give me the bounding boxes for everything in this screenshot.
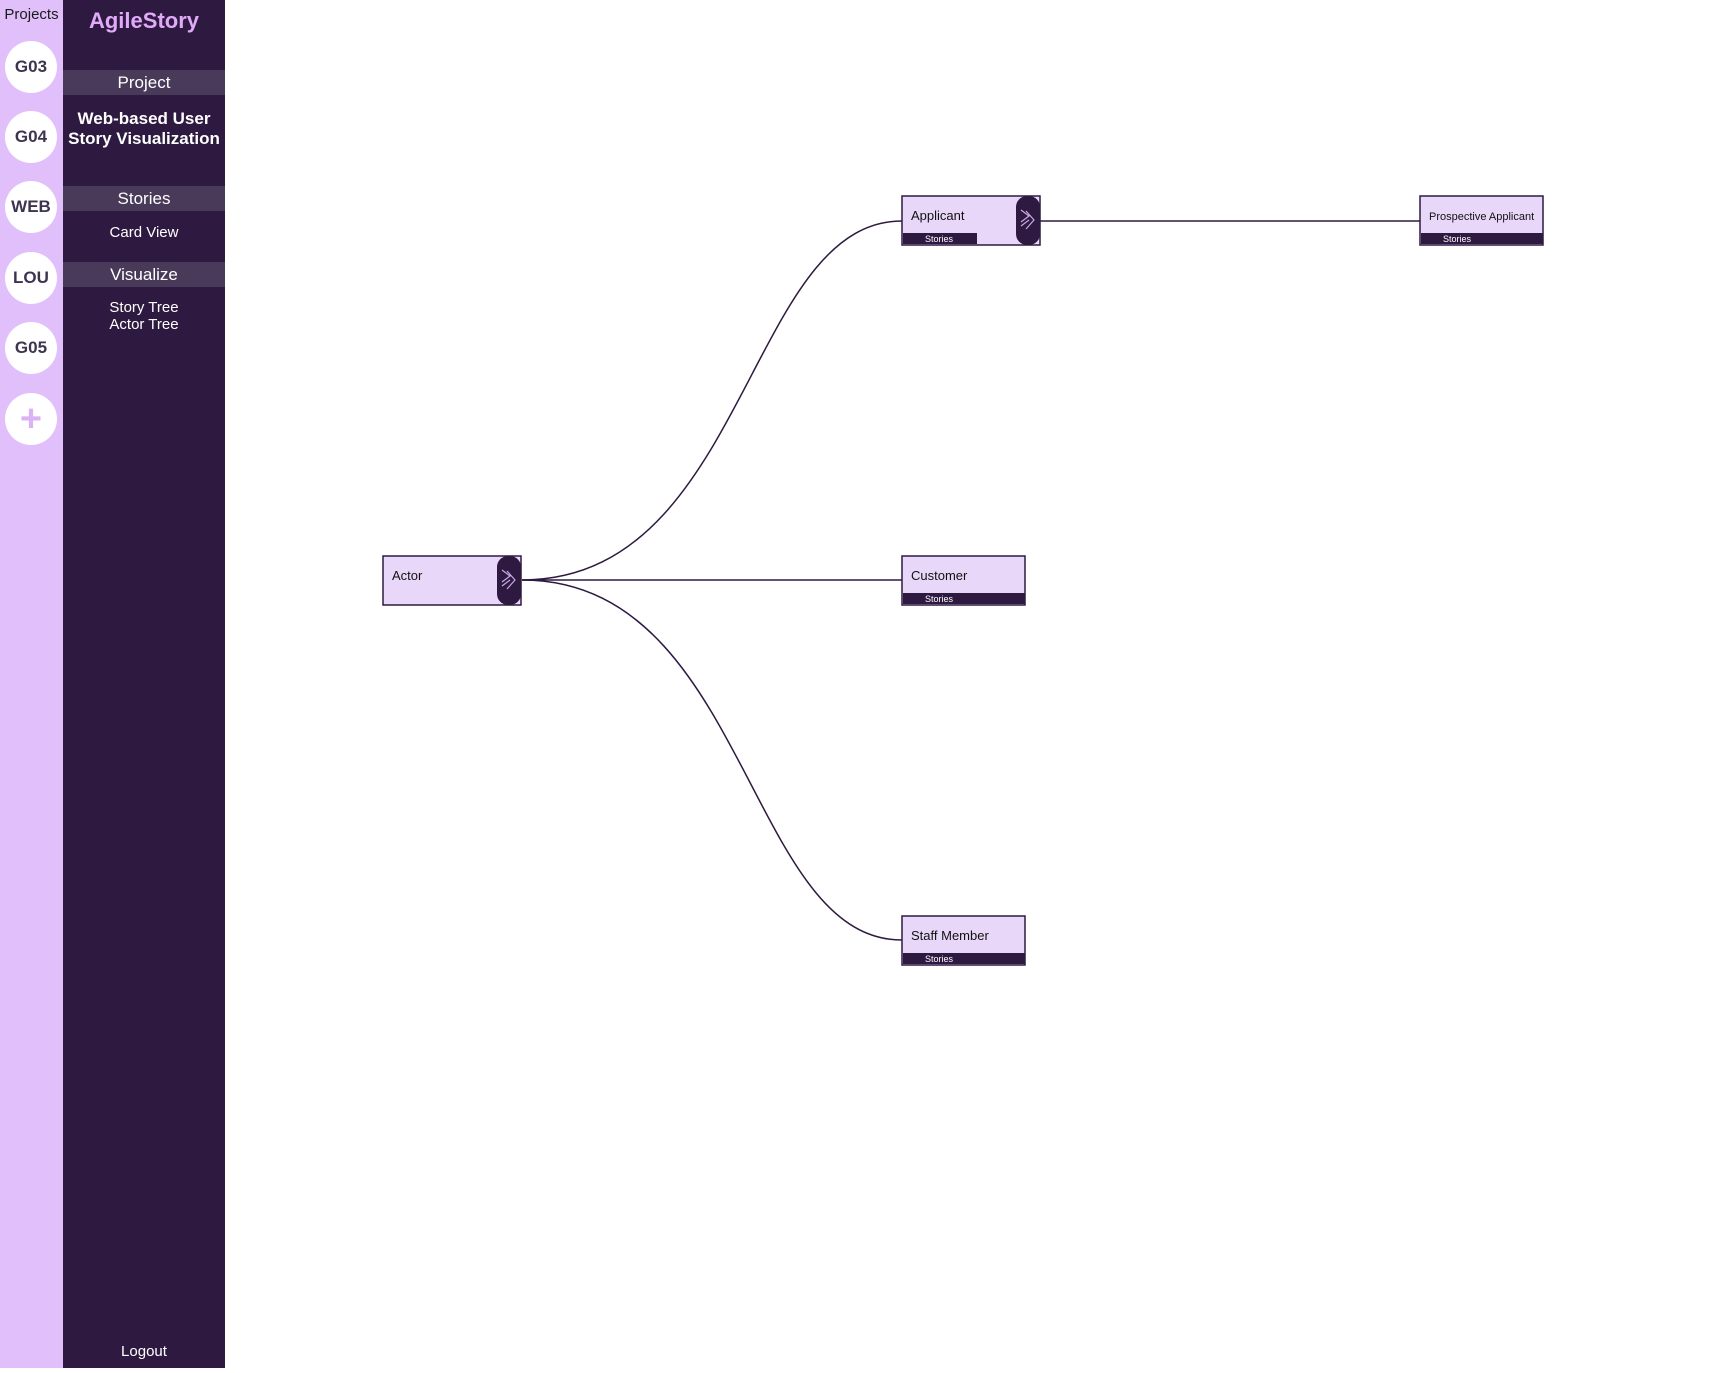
node-prospective-applicant[interactable]: Prospective Applicant Stories: [1419, 195, 1544, 246]
project-name-line-1: Web-based User: [77, 109, 211, 128]
node-actor-label: Actor: [392, 568, 423, 583]
add-project-button[interactable]: +: [5, 393, 57, 445]
node-customer-stories[interactable]: Stories: [925, 594, 954, 604]
plus-icon: +: [19, 397, 43, 440]
nav-actor-tree[interactable]: Actor Tree: [109, 316, 179, 333]
node-applicant-label: Applicant: [911, 208, 965, 223]
node-applicant-stories[interactable]: Stories: [925, 234, 954, 244]
node-prospective-label: Prospective Applicant: [1429, 211, 1534, 223]
project-name-line-2: Story Visualization: [68, 129, 220, 148]
project-button-lou[interactable]: LOU: [5, 252, 57, 304]
project-button-g03[interactable]: G03: [5, 41, 57, 93]
expand-collapse-icon[interactable]: [1016, 196, 1040, 245]
nav-card-view[interactable]: Card View: [109, 224, 179, 241]
link-actor-applicant: [521, 220, 903, 581]
node-staff-label: Staff Member: [911, 928, 989, 943]
sidebar: AgileStory Project Web-based User Story …: [63, 0, 225, 1368]
node-staff-stories[interactable]: Stories: [925, 954, 954, 964]
node-applicant[interactable]: Applicant Stories: [901, 195, 1041, 246]
nav-story-tree[interactable]: Story Tree: [109, 299, 179, 316]
node-actor[interactable]: Actor: [382, 555, 522, 606]
stories-section-header: Stories: [63, 186, 225, 211]
node-prospective-stories[interactable]: Stories: [1443, 234, 1472, 244]
visualize-section-header: Visualize: [63, 262, 225, 287]
node-customer[interactable]: Customer Stories: [901, 555, 1026, 606]
project-button-g04[interactable]: G04: [5, 111, 57, 163]
expand-collapse-icon[interactable]: [497, 556, 521, 605]
node-customer-label: Customer: [911, 568, 968, 583]
projects-title: Projects: [4, 6, 59, 23]
actor-tree-svg: Actor Applicant Stories Prospective Appl…: [382, 195, 1544, 966]
brand-logo: AgileStory: [88, 8, 200, 33]
node-staff-member[interactable]: Staff Member Stories: [901, 915, 1026, 966]
project-section-header: Project: [63, 70, 225, 95]
project-button-g05[interactable]: G05: [5, 322, 57, 374]
projects-rail: Projects G03 G04 WEB LOU G05 +: [0, 0, 63, 1368]
link-actor-staff: [521, 579, 903, 941]
actor-tree-canvas: Actor Applicant Stories Prospective Appl…: [225, 0, 1732, 1368]
project-button-web[interactable]: WEB: [5, 181, 57, 233]
logout-link[interactable]: Logout: [121, 1343, 167, 1360]
project-name: Web-based User Story Visualization: [63, 109, 225, 149]
